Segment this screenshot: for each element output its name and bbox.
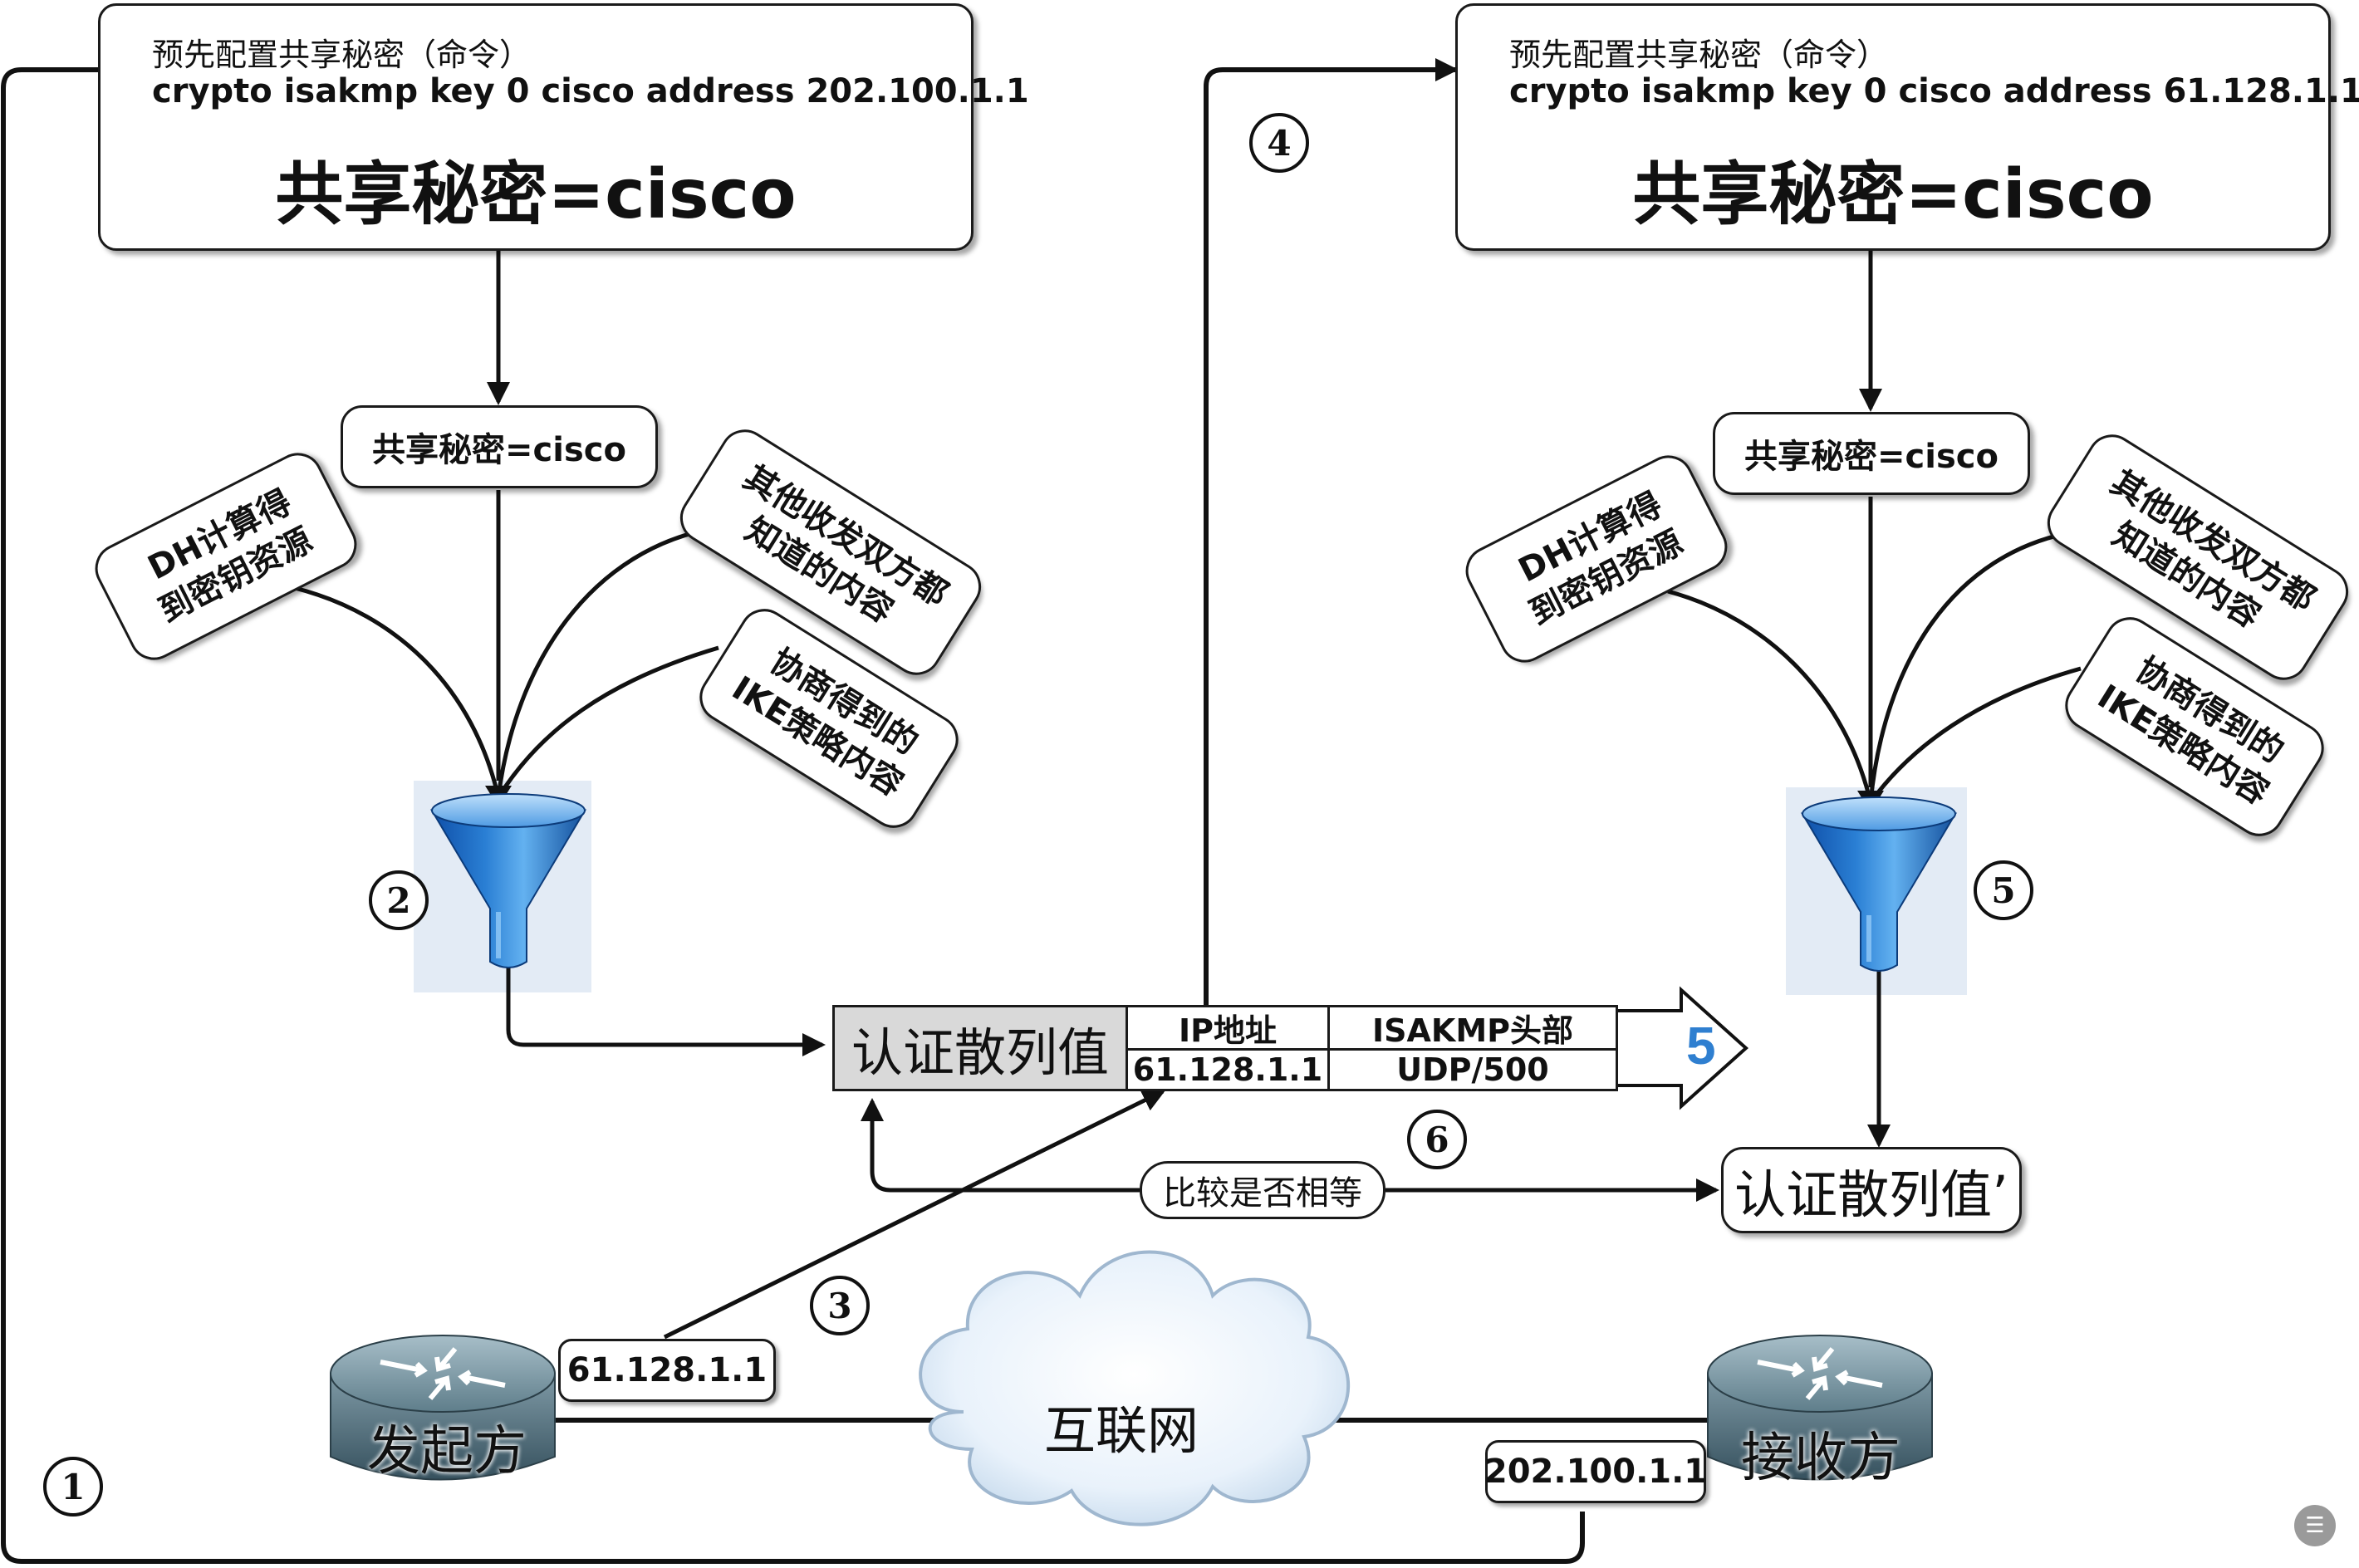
- right-config-box: 预先配置共享秘密（命令） crypto isakmp key 0 cisco a…: [1455, 3, 2359, 251]
- packet-isakmp-header: ISAKMP头部: [1330, 1007, 1616, 1051]
- auth-packet: 认证散列值 IP地址 61.128.1.1 ISAKMP头部 UDP/500: [832, 1005, 1618, 1091]
- compare-equal-label: 比较是否相等: [1140, 1161, 1385, 1219]
- arrow-step3-ip-to-packet: [663, 1089, 1166, 1340]
- packet-udp-value: UDP/500: [1396, 1051, 1549, 1088]
- packet-arrow-number: 5: [1686, 1016, 1716, 1076]
- left-shared-secret-large: 共享秘密=cisco: [275, 155, 797, 234]
- responder-ip: 202.100.1.1: [1484, 1440, 1707, 1503]
- corner-badge-icon: ☰: [2294, 1505, 2336, 1546]
- right-config-command: crypto isakmp key 0 cisco address 61.128…: [1509, 72, 2359, 110]
- packet-send-arrow: [1613, 986, 1748, 1110]
- left-shared-secret-pill: 共享秘密=cisco: [341, 405, 658, 488]
- left-other-tag: 其他收发双方都 知道的内容: [670, 420, 991, 684]
- step-3-marker: 3: [810, 1276, 870, 1335]
- right-shared-secret-pill: 共享秘密=cisco: [1713, 412, 2030, 495]
- right-shared-secret-large: 共享秘密=cisco: [1632, 155, 2154, 234]
- step-2-marker: 2: [369, 870, 429, 930]
- step-6-marker: 6: [1407, 1110, 1467, 1169]
- step-4-marker: 4: [1249, 113, 1309, 173]
- initiator-ip: 61.128.1.1: [558, 1339, 776, 1402]
- packet-ip-column: IP地址 61.128.1.1: [1128, 1007, 1330, 1089]
- responder-label: 接收方: [1741, 1428, 1900, 1489]
- curve-left-dh: [294, 586, 501, 798]
- funnel-icon: [1800, 796, 1958, 972]
- left-config-command: crypto isakmp key 0 cisco address 202.10…: [152, 72, 1029, 110]
- internet-label: 互联网: [1043, 1400, 1199, 1461]
- received-auth-hash: 认证散列值’: [1721, 1147, 2022, 1233]
- packet-auth-hash: 认证散列值: [835, 1007, 1128, 1089]
- curve-right-other: [1868, 529, 2077, 803]
- arrow-compare-to-hash-left: [861, 1098, 1140, 1193]
- curve-right-ike: [1868, 666, 2082, 804]
- cloud-icon: [919, 1250, 1351, 1526]
- right-dh-tag: DH计算得 到密钥资源: [1457, 447, 1736, 671]
- curve-left-other: [496, 525, 719, 798]
- curve-left-ike: [496, 645, 719, 799]
- router-icon: [330, 1335, 556, 1481]
- left-config-caption: 预先配置共享秘密（命令）: [152, 37, 532, 73]
- step-1-marker: 1: [43, 1457, 103, 1517]
- left-dh-tag: DH计算得 到密钥资源: [86, 444, 365, 669]
- initiator-label: 发起方: [367, 1421, 527, 1482]
- arrow-step1-loop: [1, 58, 1585, 1564]
- arrow-left-funnel-to-hash: [506, 963, 826, 1056]
- packet-ip-value: 61.128.1.1: [1132, 1051, 1323, 1088]
- right-other-tag: 其他收发双方都 知道的内容: [2038, 425, 2358, 689]
- step-5-marker: 5: [1974, 860, 2033, 920]
- funnel-icon: [429, 793, 587, 968]
- router-icon: [1707, 1335, 1933, 1481]
- right-config-caption: 预先配置共享秘密（命令）: [1509, 37, 1889, 73]
- packet-ip-header: IP地址: [1128, 1007, 1327, 1051]
- left-config-box: 预先配置共享秘密（命令） crypto isakmp key 0 cisco a…: [98, 3, 1029, 251]
- packet-isakmp-column: ISAKMP头部 UDP/500: [1330, 1007, 1616, 1089]
- arrow-step4-to-right-box: [1204, 58, 1459, 1007]
- curve-right-dh: [1667, 589, 1873, 803]
